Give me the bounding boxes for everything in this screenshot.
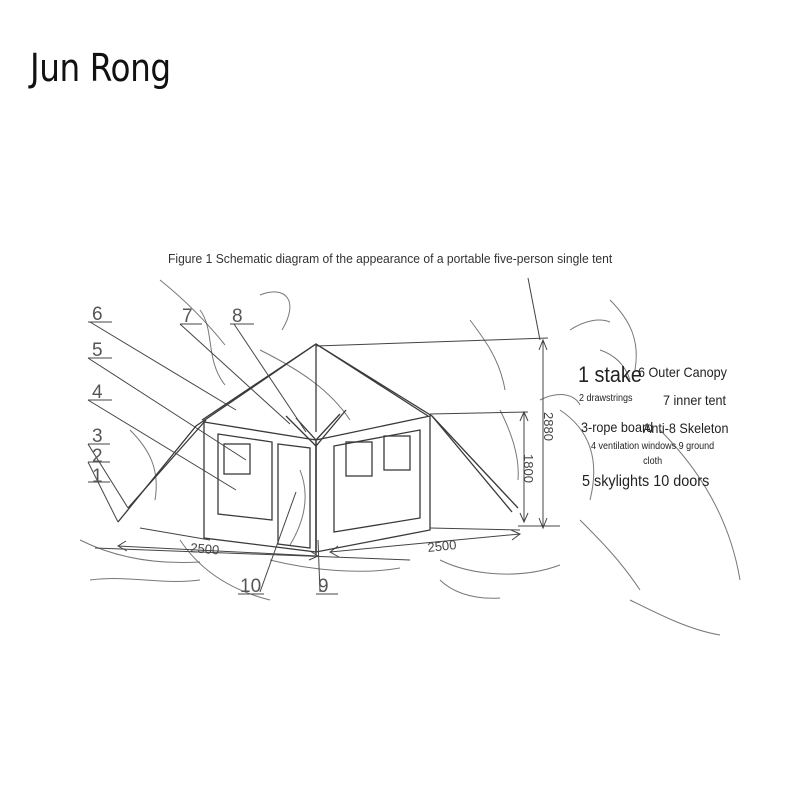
dimension-height-wall: 1800: [521, 454, 536, 483]
legend-item-8: Anti-8 Skeleton: [643, 420, 729, 436]
legend-item-5: 5 skylights 10 doors: [582, 473, 710, 490]
legend-item-1: 1 stake: [578, 362, 642, 387]
part-number-7: 7: [182, 306, 193, 327]
figure-caption: Figure 1 Schematic diagram of the appear…: [168, 251, 613, 266]
leader-lines: [87, 321, 338, 595]
tent-body: [203, 409, 431, 555]
part-number-9: 9: [318, 576, 329, 597]
base-dimension-lines: [94, 527, 521, 561]
part-number-1: 1: [92, 466, 103, 487]
dimension-labels: 2500 2500 2880 1800: [190, 412, 556, 558]
dimension-width-left: 2500: [190, 540, 220, 557]
legend-item-7: 7 inner tent: [663, 392, 727, 408]
legend-item-3: 3-rope board: [581, 419, 654, 435]
part-number-3: 3: [92, 426, 103, 447]
dimension-width-right: 2500: [427, 537, 457, 555]
dimension-height-total: 2880: [541, 412, 556, 441]
part-number-5: 5: [92, 340, 103, 361]
part-number-6: 6: [92, 304, 103, 325]
legend-item-6: 6 Outer Canopy: [638, 364, 727, 380]
part-number-2: 2: [92, 446, 103, 467]
legend-item-2: 2 drawstrings: [579, 393, 633, 404]
part-numbers: 6 5 4 3 2 1 7 8 10 9: [92, 304, 329, 597]
outer-canopy: [117, 343, 519, 523]
legend-item-4: 4 ventilation windows 9 ground cloth: [591, 441, 715, 467]
part-number-4: 4: [92, 382, 103, 403]
height-dimension-lines: [315, 277, 560, 530]
part-number-8: 8: [232, 306, 243, 327]
sketch-strokes: [79, 279, 741, 636]
brand-title: Jun Rong: [30, 46, 171, 90]
part-number-10: 10: [240, 576, 261, 597]
